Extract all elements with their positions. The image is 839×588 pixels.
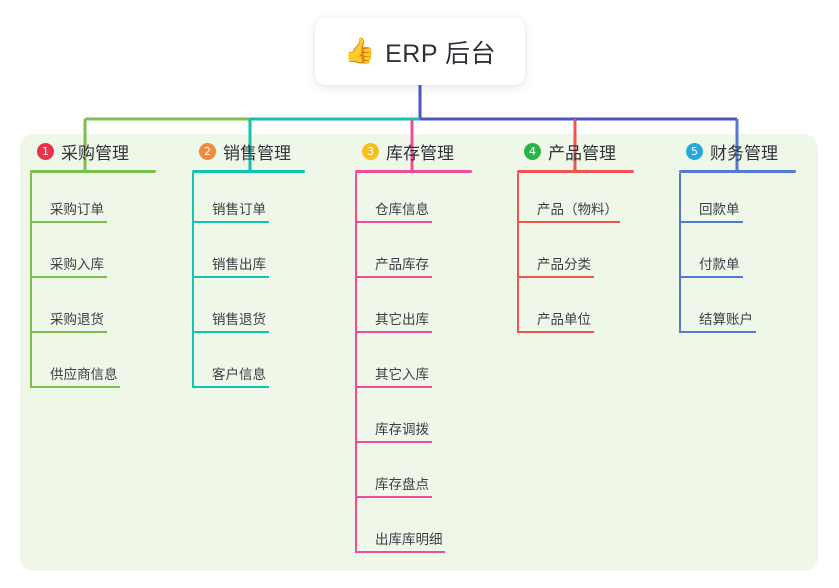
branch-item-underline bbox=[30, 276, 107, 278]
branch-column-4: 4 产品管理产品（物料） 产品分类产品单位 bbox=[507, 134, 669, 338]
branch-item[interactable]: 销售退货 bbox=[182, 283, 345, 338]
branch-item-list: 产品（物料） 产品分类产品单位 bbox=[507, 173, 669, 338]
branch-title: 采购管理 bbox=[61, 143, 129, 163]
branch-item-underline bbox=[355, 551, 445, 553]
branch-item-list: 仓库信息产品库存其它出库其它入库库存调拨库存盘点出库库明细 bbox=[345, 173, 507, 558]
branch-item-label: 产品（物料） bbox=[537, 202, 618, 217]
branch-item[interactable]: 采购退货 bbox=[20, 283, 182, 338]
branch-spine bbox=[192, 173, 194, 388]
branch-item-underline bbox=[30, 331, 107, 333]
branch-item[interactable]: 供应商信息 bbox=[20, 338, 182, 393]
branch-item[interactable]: 仓库信息 bbox=[345, 173, 507, 228]
branch-item-underline bbox=[517, 331, 594, 333]
branch-number-badge: 4 bbox=[524, 142, 541, 160]
branch-item-label: 库存调拨 bbox=[375, 422, 429, 437]
branch-item-underline bbox=[517, 221, 621, 223]
branch-item-list: 采购订单采购入库采购退货供应商信息 bbox=[20, 173, 182, 393]
branch-item-label: 付款单 bbox=[699, 257, 740, 272]
branch-item-label: 供应商信息 bbox=[50, 367, 118, 382]
branch-header-3[interactable]: 3 库存管理 bbox=[345, 134, 507, 168]
branch-item-label: 库存盘点 bbox=[375, 477, 429, 492]
branch-item-underline bbox=[192, 331, 269, 333]
branch-item-underline bbox=[355, 386, 432, 388]
branch-column-3: 3 库存管理仓库信息产品库存其它出库其它入库库存调拨库存盘点出库库明细 bbox=[345, 134, 507, 558]
branch-spine bbox=[355, 173, 357, 553]
branch-item-underline bbox=[192, 221, 269, 223]
branch-item[interactable]: 付款单 bbox=[669, 228, 819, 283]
branch-item-underline bbox=[30, 221, 107, 223]
branch-spine bbox=[679, 173, 681, 333]
branch-item-underline bbox=[355, 331, 432, 333]
branch-item-underline bbox=[355, 276, 432, 278]
branch-item-label: 出库库明细 bbox=[375, 532, 443, 547]
branch-item[interactable]: 结算账户 bbox=[669, 283, 819, 338]
branch-item-label: 仓库信息 bbox=[375, 202, 429, 217]
branch-item-label: 客户信息 bbox=[212, 367, 266, 382]
branch-item-label: 销售退货 bbox=[212, 312, 266, 327]
branch-item-label: 回款单 bbox=[699, 202, 740, 217]
branch-title: 库存管理 bbox=[386, 143, 454, 163]
branch-header-5[interactable]: 5 财务管理 bbox=[669, 134, 819, 168]
branch-item-label: 采购退货 bbox=[50, 312, 104, 327]
branch-item[interactable]: 库存盘点 bbox=[345, 448, 507, 503]
branch-spine bbox=[30, 173, 32, 388]
branch-title: 产品管理 bbox=[548, 143, 616, 163]
branch-item[interactable]: 其它出库 bbox=[345, 283, 507, 338]
root-node-title: ERP 后台 bbox=[385, 39, 497, 68]
branch-header-2[interactable]: 2 销售管理 bbox=[182, 134, 345, 168]
branch-item-label: 销售出库 bbox=[212, 257, 266, 272]
branch-item-label: 其它出库 bbox=[375, 312, 429, 327]
branch-item-label: 结算账户 bbox=[699, 312, 753, 327]
branch-header-4[interactable]: 4 产品管理 bbox=[507, 134, 669, 168]
branch-header-underline bbox=[30, 170, 156, 173]
branch-column-5: 5 财务管理回款单付款单结算账户 bbox=[669, 134, 819, 338]
branch-item-underline bbox=[679, 331, 756, 333]
branch-item-label: 产品分类 bbox=[537, 257, 591, 272]
branch-item-label: 产品单位 bbox=[537, 312, 591, 327]
branch-column-2: 2 销售管理销售订单销售出库销售退货客户信息 bbox=[182, 134, 345, 393]
branch-item[interactable]: 回款单 bbox=[669, 173, 819, 228]
branch-item[interactable]: 采购订单 bbox=[20, 173, 182, 228]
branch-item-label: 采购入库 bbox=[50, 257, 104, 272]
branch-item[interactable]: 销售出库 bbox=[182, 228, 345, 283]
branch-item[interactable]: 库存调拨 bbox=[345, 393, 507, 448]
branch-title: 财务管理 bbox=[710, 143, 778, 163]
branch-item-underline bbox=[355, 496, 432, 498]
branch-header-1[interactable]: 1 采购管理 bbox=[20, 134, 182, 168]
branch-item-underline bbox=[679, 276, 743, 278]
branch-item-underline bbox=[679, 221, 743, 223]
branch-item-underline bbox=[30, 386, 120, 388]
branch-item[interactable]: 产品库存 bbox=[345, 228, 507, 283]
branch-item[interactable]: 产品分类 bbox=[507, 228, 669, 283]
branch-item[interactable]: 客户信息 bbox=[182, 338, 345, 393]
branch-item[interactable]: 其它入库 bbox=[345, 338, 507, 393]
branch-header-underline bbox=[355, 170, 472, 173]
branch-item-label: 产品库存 bbox=[375, 257, 429, 272]
root-node[interactable]: 👍 ERP 后台 bbox=[315, 18, 525, 85]
branch-item-label: 其它入库 bbox=[375, 367, 429, 382]
branch-item-underline bbox=[355, 221, 432, 223]
branch-item-underline bbox=[192, 276, 269, 278]
branch-number-badge: 3 bbox=[362, 142, 379, 160]
branch-item[interactable]: 产品单位 bbox=[507, 283, 669, 338]
branch-spine bbox=[517, 173, 519, 333]
branch-item[interactable]: 采购入库 bbox=[20, 228, 182, 283]
branch-item[interactable]: 出库库明细 bbox=[345, 503, 507, 558]
branch-item-underline bbox=[192, 386, 269, 388]
branch-item[interactable]: 产品（物料） bbox=[507, 173, 669, 228]
branch-column-1: 1 采购管理采购订单采购入库采购退货供应商信息 bbox=[20, 134, 182, 393]
branch-item-underline bbox=[517, 276, 594, 278]
branch-number-badge: 2 bbox=[199, 142, 216, 160]
branch-item-list: 销售订单销售出库销售退货客户信息 bbox=[182, 173, 345, 393]
branch-item-list: 回款单付款单结算账户 bbox=[669, 173, 819, 338]
branch-title: 销售管理 bbox=[223, 143, 291, 163]
thumbs-up-icon: 👍 bbox=[343, 37, 376, 65]
branch-item[interactable]: 销售订单 bbox=[182, 173, 345, 228]
diagram-background-panel bbox=[20, 134, 818, 571]
branch-item-label: 采购订单 bbox=[50, 202, 104, 217]
branch-number-badge: 1 bbox=[37, 142, 54, 160]
branch-number-badge: 5 bbox=[686, 142, 703, 160]
branch-item-label: 销售订单 bbox=[212, 202, 266, 217]
branch-item-underline bbox=[355, 441, 432, 443]
